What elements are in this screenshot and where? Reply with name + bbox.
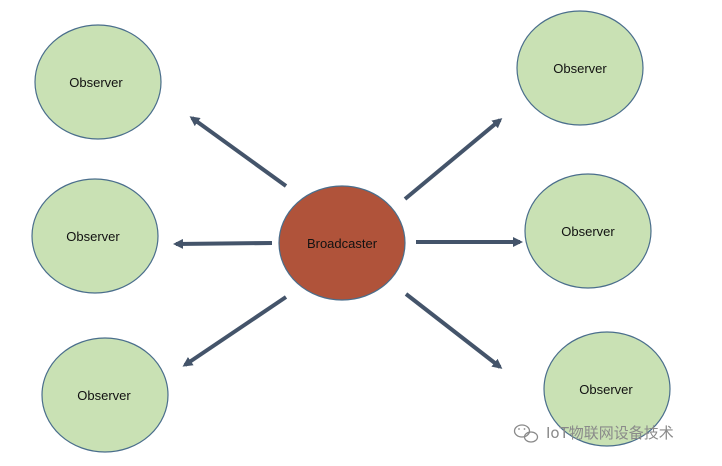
observer-label: Observer (66, 229, 120, 244)
arrow-to-observer-top-right (403, 118, 503, 201)
broadcaster-label: Broadcaster (307, 236, 378, 251)
arrow-to-observer-mid-left (173, 238, 273, 249)
observer-node: Observer (516, 10, 644, 126)
observer-node: Observer (41, 337, 169, 453)
observer-node: Observer (524, 173, 652, 289)
watermark-text: IoT物联网设备技术 (546, 424, 674, 442)
broadcaster-node: Broadcaster (278, 185, 406, 301)
observer-node: Observer (34, 24, 162, 140)
observer-label: Observer (553, 61, 607, 76)
arrow-to-observer-bottom-right (404, 292, 503, 369)
arrow-to-observer-top-left (189, 116, 288, 188)
arrow-to-observer-bottom-left (182, 295, 288, 367)
arrows (173, 116, 523, 369)
observer-label: Observer (69, 75, 123, 90)
observer-node: Observer (31, 178, 159, 294)
observer-node: Observer (543, 331, 671, 447)
wechat-icon (513, 424, 539, 443)
watermark: IoT物联网设备技术 (513, 424, 674, 443)
observer-label: Observer (579, 382, 633, 397)
observer-label: Observer (561, 224, 615, 239)
observer-label: Observer (77, 388, 131, 403)
